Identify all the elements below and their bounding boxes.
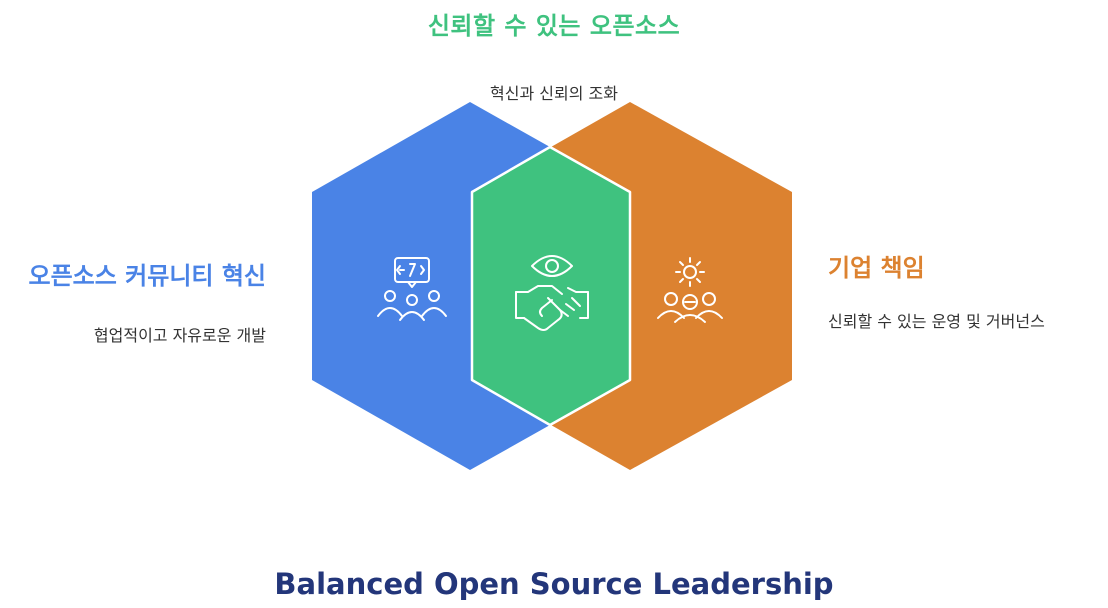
trust-title: 신뢰할 수 있는 오픈소스 (427, 12, 681, 40)
trust-subtitle: 혁신과 신뢰의 조화 (490, 84, 618, 103)
community-title: 오픈소스 커뮤니티 혁신 (28, 262, 266, 290)
eye-handshake-icon (515, 255, 589, 331)
corporate-subtitle: 신뢰할 수 있는 운영 및 거버넌스 (828, 312, 1045, 331)
gear-people-icon (657, 257, 723, 323)
diagram-caption: Balanced Open Source Leadership (274, 567, 834, 601)
community-code-icon (377, 257, 447, 321)
corporate-title: 기업 책임 (828, 254, 925, 282)
community-subtitle: 협업적이고 자유로운 개발 (93, 326, 266, 345)
